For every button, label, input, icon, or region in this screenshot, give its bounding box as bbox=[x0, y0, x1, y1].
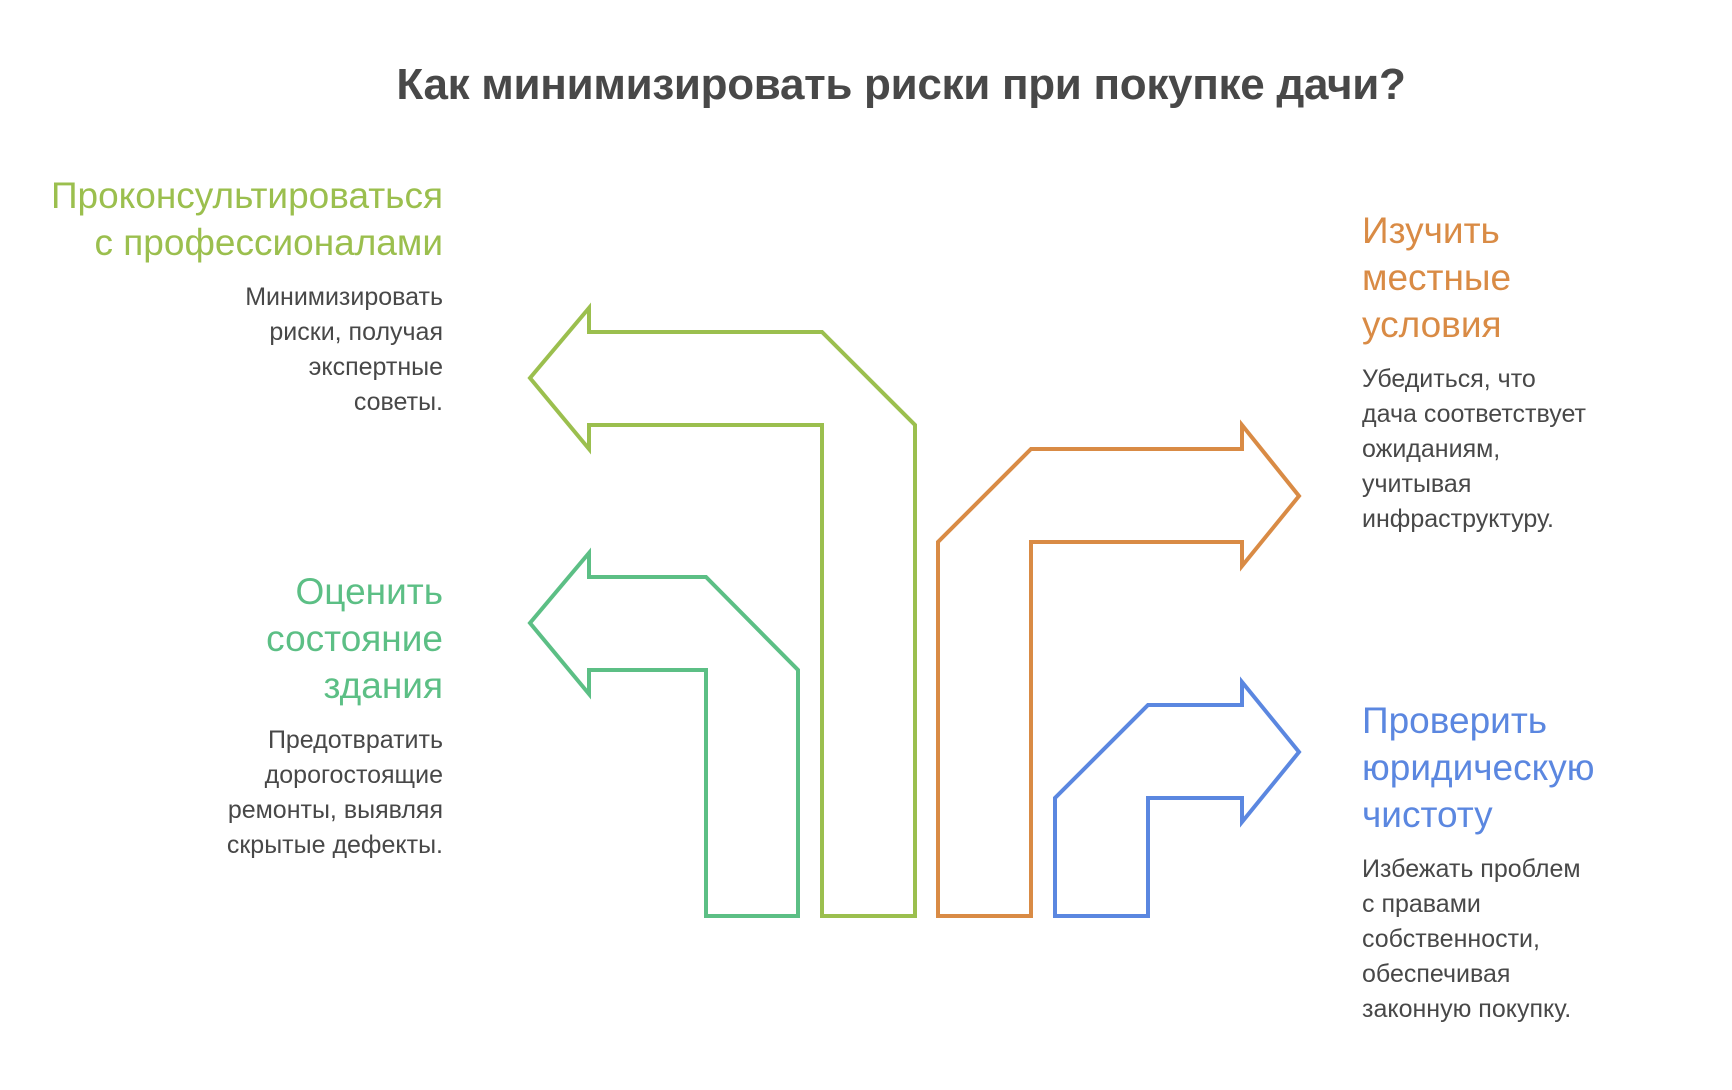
item-local-title: Изучить местные условия bbox=[1362, 210, 1512, 345]
arrow-legal-right-icon bbox=[1053, 676, 1302, 918]
item-legal-title: Проверить юридическую чистоту bbox=[1362, 700, 1595, 835]
item-consult: Проконсультироваться с профессионалами М… bbox=[51, 172, 443, 420]
arrow-building-left-icon bbox=[527, 547, 800, 918]
arrow-consult-left-icon bbox=[527, 302, 917, 918]
item-building-title: Оценить состояние здания bbox=[266, 571, 443, 706]
item-consult-description: Минимизировать риски, получая экспертные… bbox=[245, 283, 443, 416]
item-legal: Проверить юридическую чистоту Избежать п… bbox=[1362, 697, 1594, 1027]
arrow-local-right-icon bbox=[936, 419, 1302, 918]
item-local-description: Убедиться, что дача соответствует ожидан… bbox=[1362, 365, 1586, 533]
item-building: Оценить состояние здания Предотвратить д… bbox=[227, 568, 443, 863]
diagram-title: Как минимизировать риски при покупке дач… bbox=[396, 60, 1406, 109]
item-local: Изучить местные условия Убедиться, что д… bbox=[1362, 207, 1586, 537]
item-legal-description: Избежать проблем с правами собственности… bbox=[1362, 855, 1581, 1023]
item-building-description: Предотвратить дорогостоящие ремонты, выя… bbox=[226, 726, 443, 859]
item-consult-title: Проконсультироваться с профессионалами bbox=[50, 175, 443, 263]
